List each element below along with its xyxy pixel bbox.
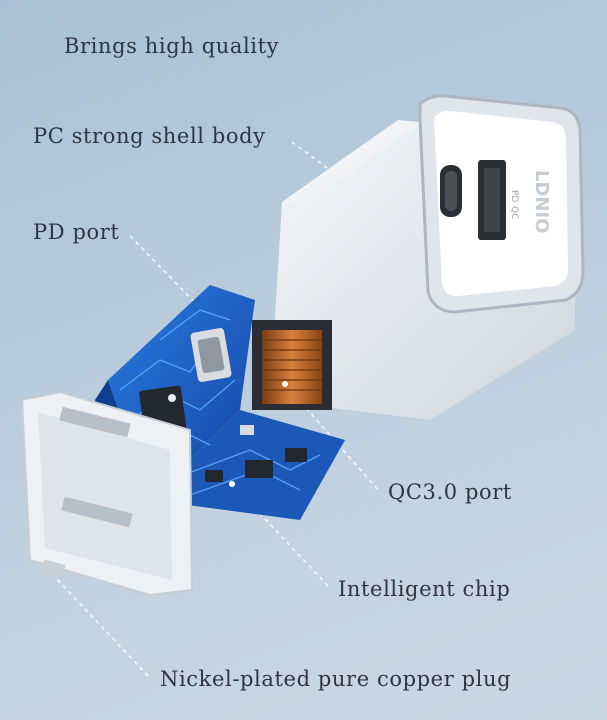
label-qc-port: QC3.0 port [388, 480, 512, 504]
port-mark-pd: PD [509, 190, 519, 202]
label-pd-port: PD port [33, 220, 120, 244]
plug-prong-top [59, 406, 131, 438]
page-title: Brings high quality [64, 34, 280, 58]
plug-housing [20, 390, 194, 597]
leader-shell [291, 141, 331, 171]
label-shell: PC strong shell body [33, 124, 266, 148]
plug-prong-bottom [61, 496, 133, 528]
label-plug: Nickel-plated pure copper plug [160, 667, 512, 691]
copper-coil [252, 320, 332, 410]
label-chip: Intelligent chip [338, 577, 511, 601]
brand-logo: LDNIO [531, 170, 552, 233]
port-mark-qc: QC [509, 206, 519, 219]
shell-body [270, 94, 585, 420]
